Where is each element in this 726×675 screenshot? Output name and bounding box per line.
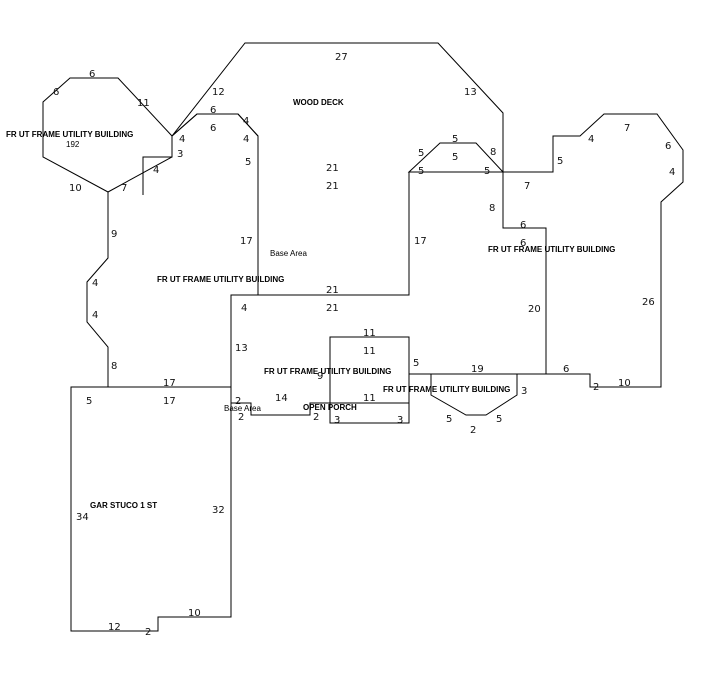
dimension-label: 6 (210, 105, 216, 116)
dimension-label: 4 (588, 134, 594, 145)
dimension-label: 4 (92, 278, 98, 289)
dimension-label: 10 (618, 378, 631, 389)
open-porch-outline (329, 402, 410, 424)
dimension-label: 17 (163, 378, 176, 389)
left-wall-outline (86, 192, 109, 387)
dimension-label: 4 (179, 134, 185, 145)
dimension-label: 5 (418, 166, 424, 177)
dimension-label: 12 (212, 87, 225, 98)
dimension-label: 3 (177, 149, 183, 160)
dimension-label: 10 (188, 608, 201, 619)
dimension-label: 6 (210, 123, 216, 134)
dimension-label: 11 (363, 393, 376, 404)
dimension-label: 10 (69, 183, 82, 194)
base-area-small-outline (231, 402, 330, 416)
dimension-label: 5 (484, 166, 490, 177)
dimension-label: 7 (624, 123, 630, 134)
dimension-label: 2 (313, 412, 319, 423)
right-utility-building-outline (407, 113, 684, 388)
dimension-label: 6 (520, 220, 526, 231)
dimension-label: 5 (446, 414, 452, 425)
dimension-label: 34 (76, 512, 89, 523)
dimension-label: 17 (163, 396, 176, 407)
dimension-label: 5 (452, 134, 458, 145)
dimension-label: 5 (496, 414, 502, 425)
utility-building-label: FR UT FRAME UTILITY BUILDING (157, 275, 284, 284)
dimension-label: 2 (470, 425, 476, 436)
dimension-label: 5 (86, 396, 92, 407)
dimension-label: 4 (153, 165, 159, 176)
main-utility-building-outline (142, 113, 259, 195)
dimension-label: 14 (275, 393, 288, 404)
garage-label: GAR STUCO 1 ST (90, 501, 157, 510)
utility-building-hexagon-outline (42, 77, 173, 193)
dimension-label: 26 (642, 297, 655, 308)
dimension-label: 11 (137, 98, 150, 109)
dimension-label: 6 (563, 364, 569, 375)
dimension-label: 32 (212, 505, 225, 516)
dimension-label: 5 (413, 358, 419, 369)
wood-deck-label: WOOD DECK (293, 98, 344, 107)
dimension-label: 11 (363, 346, 376, 357)
dimension-label: 2 (593, 382, 599, 393)
dimension-label: 11 (363, 328, 376, 339)
dimension-label: 21 (326, 303, 339, 314)
dimension-label: 5 (418, 148, 424, 159)
dimension-label: 9 (111, 229, 117, 240)
dimension-label: 6 (665, 141, 671, 152)
dimension-label: 21 (326, 285, 339, 296)
dimension-label: 17 (414, 236, 427, 247)
dimension-label: 20 (528, 304, 541, 315)
dimension-label: 8 (490, 147, 496, 158)
dimension-label: 5 (452, 152, 458, 163)
dimension-label: 8 (489, 203, 495, 214)
dimension-label: 5 (557, 156, 563, 167)
base-area-label: Base Area (224, 404, 261, 413)
dimension-label: 6 (89, 69, 95, 80)
dimension-label: 3 (334, 415, 340, 426)
dimension-label: 8 (111, 361, 117, 372)
dimension-label: 13 (464, 87, 477, 98)
center-wall-outline (230, 294, 258, 387)
dimension-label: 21 (326, 163, 339, 174)
dimension-label: 21 (326, 181, 339, 192)
dimension-label: 4 (243, 116, 249, 127)
dimension-label: 2 (238, 412, 244, 423)
utility-building-label: FR UT FRAME UTILITY BUILDING (488, 245, 615, 254)
open-porch-label: OPEN PORCH (303, 403, 357, 412)
utility-building-label: FR UT FRAME UTILITY BUILDING (383, 385, 510, 394)
dimension-label: 6 (53, 87, 59, 98)
dimension-label: 7 (524, 181, 530, 192)
dimension-label: 17 (240, 236, 253, 247)
bay-utility-building-outline (430, 373, 518, 416)
dimension-label: 4 (92, 310, 98, 321)
dimension-label: 2 (235, 396, 241, 407)
dimension-label: 27 (335, 52, 348, 63)
base-area-label: Base Area (270, 249, 307, 258)
utility-building-label: FR UT FRAME UTILITY BUILDING (6, 130, 133, 139)
dimension-label: 4 (669, 167, 675, 178)
dimension-label: 2 (145, 627, 151, 638)
dimension-label: 9 (317, 371, 323, 382)
dimension-label: 6 (520, 238, 526, 249)
dimension-label: 4 (241, 303, 247, 314)
utility-building-area-label: 192 (66, 140, 80, 149)
dimension-label: 12 (108, 622, 121, 633)
dimension-label: 13 (235, 343, 248, 354)
utility-building-label: FR UT FRAME UTILITY BUILDING (264, 367, 391, 376)
dimension-label: 5 (245, 157, 251, 168)
garage-outline (70, 386, 232, 632)
dimension-label: 3 (397, 415, 403, 426)
dimension-label: 3 (521, 386, 527, 397)
dimension-label: 19 (471, 364, 484, 375)
dimension-label: 7 (121, 183, 127, 194)
dimension-label: 4 (243, 134, 249, 145)
